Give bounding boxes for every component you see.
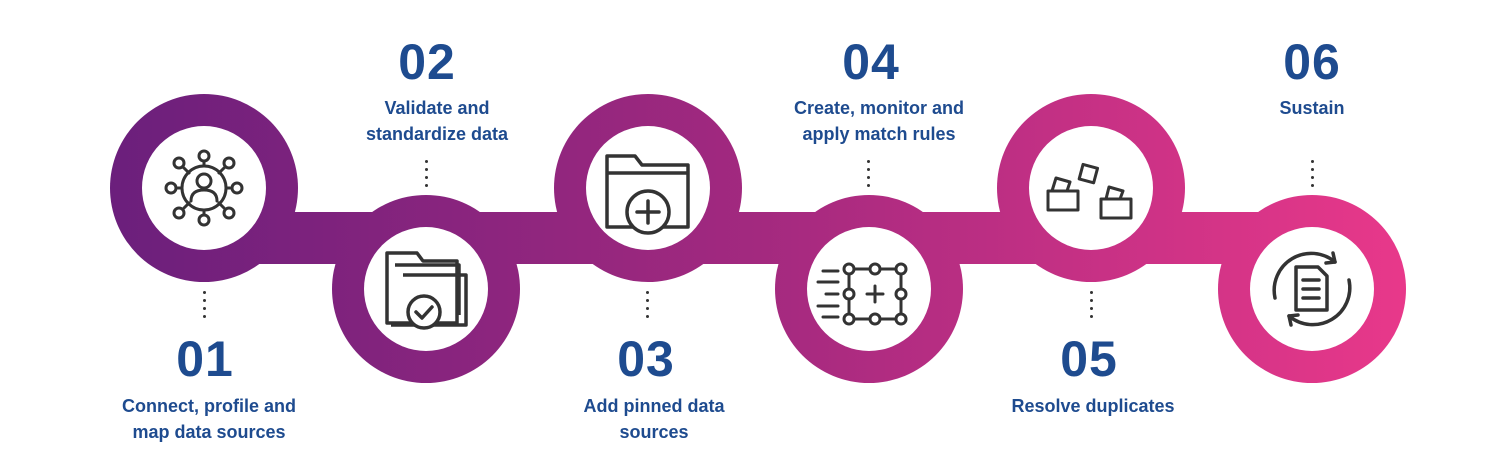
step-01-title: Connect, profile and map data sources: [84, 393, 334, 445]
step-03-title-line2: sources: [619, 422, 689, 442]
step-05-title: Resolve duplicates: [968, 393, 1218, 419]
leader-dots-03: [646, 291, 650, 323]
step-4-circle: [775, 195, 963, 383]
leader-dots-04: [867, 160, 871, 192]
folder-check-icon: [385, 251, 468, 330]
leader-dots-05: [1090, 291, 1094, 323]
refresh-document-icon: [1272, 251, 1352, 327]
leader-dots-06: [1311, 160, 1315, 192]
step-06-number: 06: [1283, 34, 1341, 90]
step-02-number: 02: [398, 34, 456, 90]
step-02-title-line1: Validate and: [384, 98, 490, 118]
step-02-title-line2: standardize data: [365, 124, 509, 144]
step-04-title-line1: Create, monitor and: [793, 98, 965, 118]
step-01-title-line1: Connect, profile and: [121, 396, 296, 416]
step-06-title-line1: Sustain: [1279, 98, 1345, 118]
step-02-title: Validate and standardize data: [312, 95, 562, 147]
step-04-number: 04: [842, 34, 900, 90]
step-04-title: Create, monitor and apply match rules: [754, 95, 1004, 147]
leader-dots-02: [425, 160, 429, 192]
duplicate-folders-icon: [1046, 162, 1133, 220]
step-03-title: Add pinned data sources: [529, 393, 779, 445]
network-person-icon: [164, 149, 244, 227]
step-3-circle: [554, 94, 742, 282]
leader-dots-01: [203, 291, 207, 323]
step-05-title-line1: Resolve duplicates: [1011, 396, 1175, 416]
step-04-title-line2: apply match rules: [802, 124, 956, 144]
match-grid-icon: [816, 262, 908, 326]
step-03-title-line1: Add pinned data: [583, 396, 725, 416]
step-01-title-line2: map data sources: [132, 422, 286, 442]
step-circles: [110, 94, 1406, 383]
step-05-number: 05: [1060, 331, 1118, 387]
step-06-title: Sustain: [1187, 95, 1437, 121]
step-01-number: 01: [176, 331, 234, 387]
step-2-circle: [332, 195, 520, 383]
step-03-number: 03: [617, 331, 675, 387]
folder-add-icon: [605, 154, 690, 235]
step-5-circle: [997, 94, 1185, 282]
